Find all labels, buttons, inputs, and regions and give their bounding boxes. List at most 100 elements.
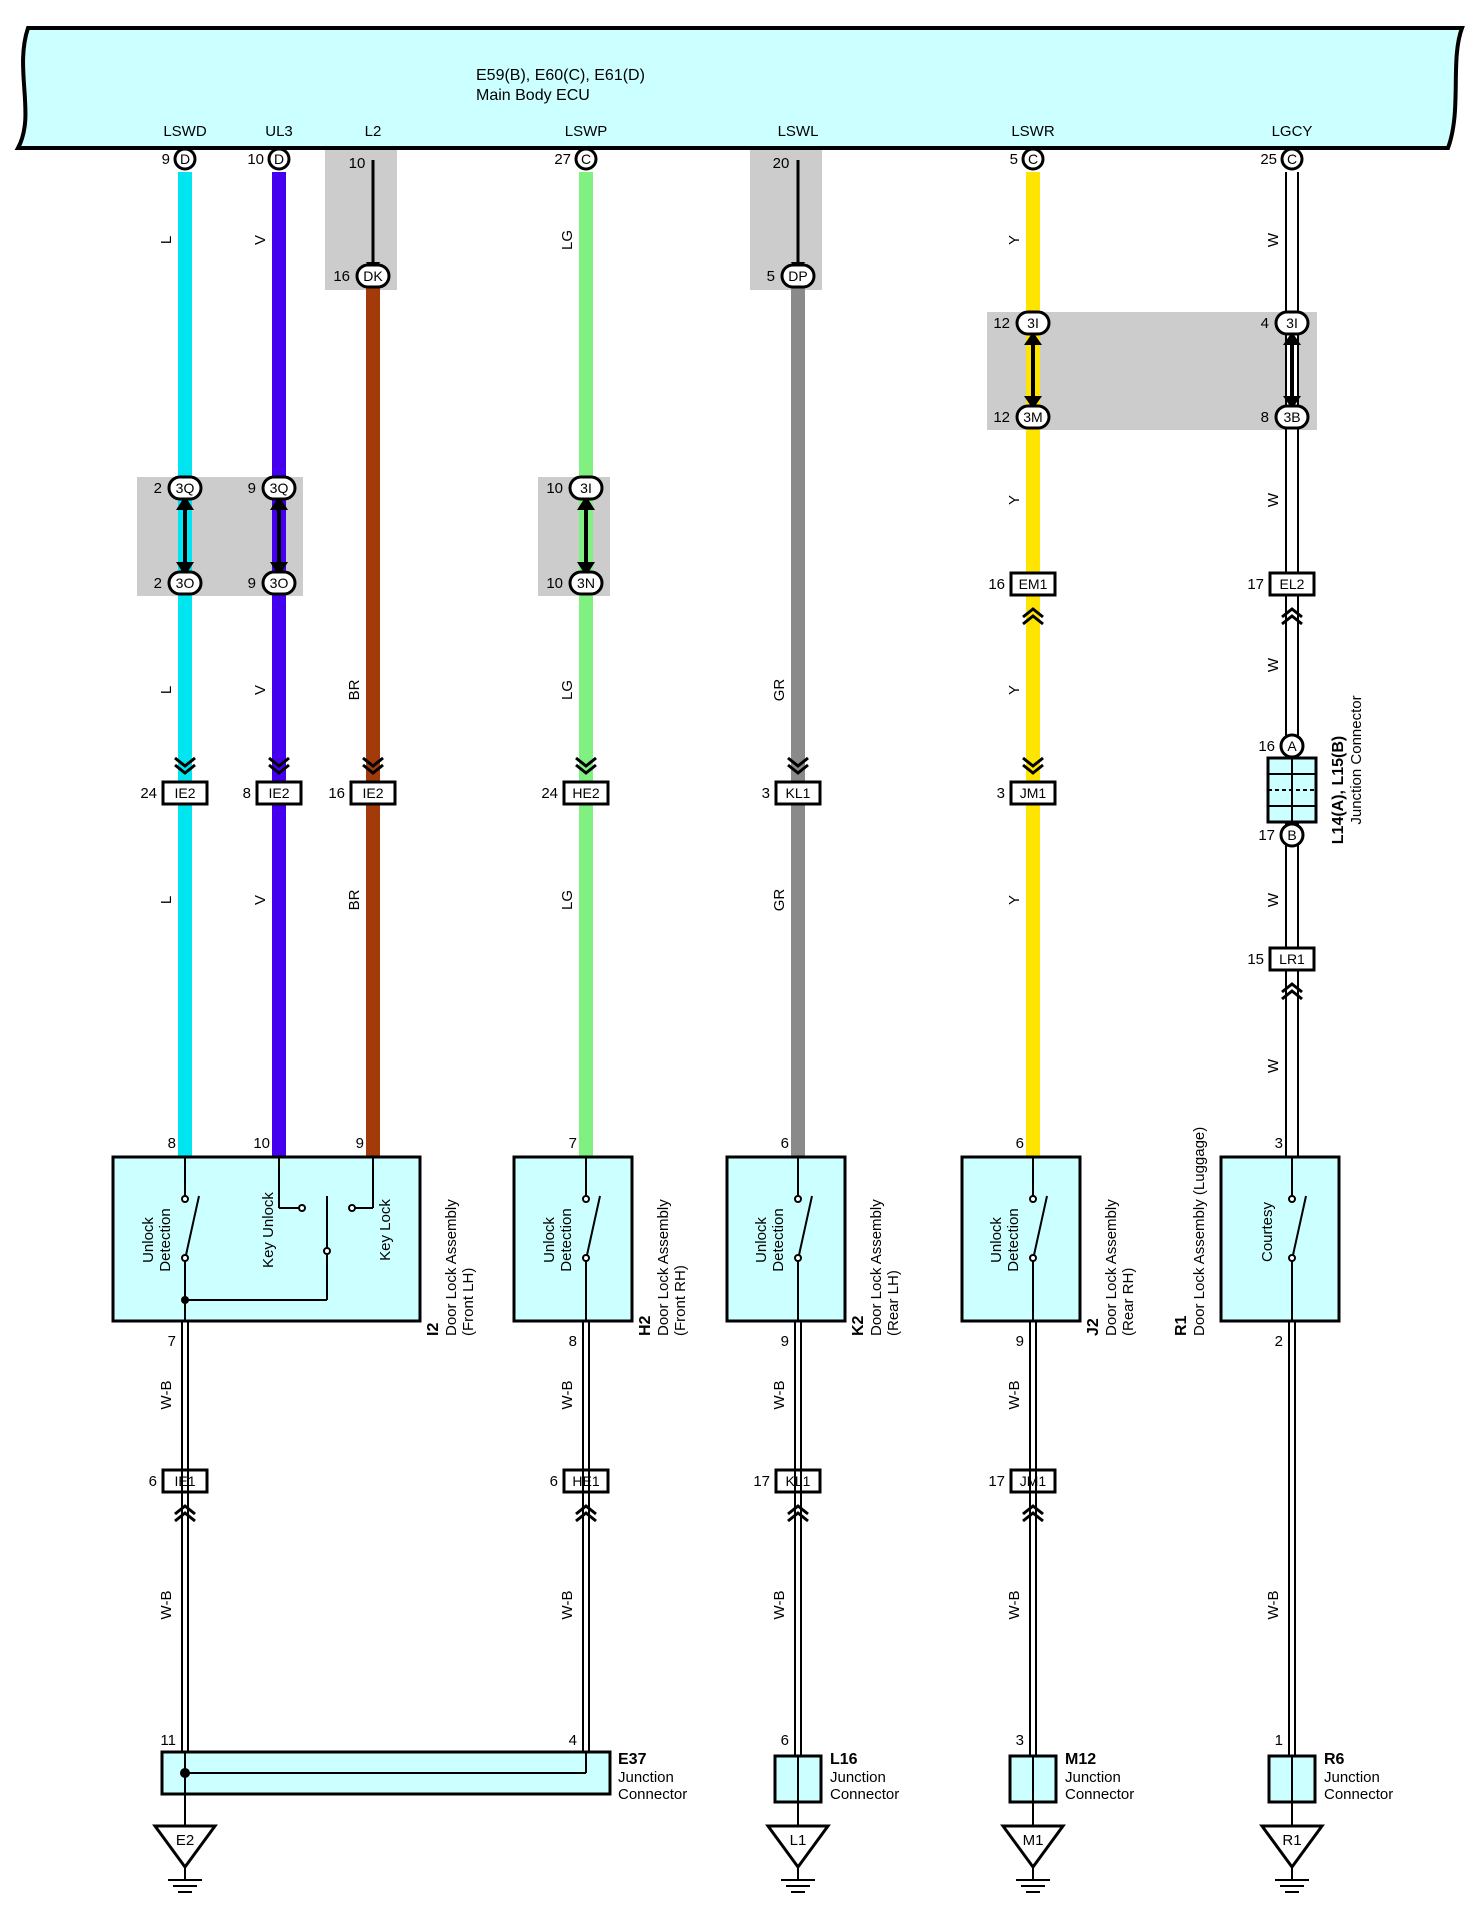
connector-chevron xyxy=(1022,607,1044,619)
connector-pin-number: 17 xyxy=(988,1473,1005,1490)
svg-text:10: 10 xyxy=(546,575,563,592)
svg-text:R1: R1 xyxy=(1282,1832,1301,1849)
wlabel-wb-9: W-B xyxy=(1265,1591,1282,1620)
inline-connector: KL1 3 xyxy=(762,756,822,806)
svg-text:2: 2 xyxy=(154,480,162,497)
svg-text:M1: M1 xyxy=(1023,1832,1044,1849)
svg-text:6: 6 xyxy=(781,1732,789,1749)
gwire-m1 xyxy=(1029,1321,1037,1826)
wlabel-wb-3: W-B xyxy=(771,1381,788,1410)
connector-pin-number: 6 xyxy=(149,1473,157,1490)
svg-text:DP: DP xyxy=(788,268,807,284)
ecu-banner: E59(B), E60(C), E61(D) Main Body ECU LSW… xyxy=(14,26,1465,150)
wlabel-wb-7: W-B xyxy=(771,1591,788,1620)
svg-text:9: 9 xyxy=(781,1333,789,1350)
svg-text:L1: L1 xyxy=(790,1832,807,1849)
l14-pin-b xyxy=(1279,822,1305,848)
svg-text:6: 6 xyxy=(781,1135,789,1152)
connector-tag-box xyxy=(1009,1468,1057,1494)
l14-title: L14(A), L15(B) xyxy=(1330,736,1347,844)
inline-connector: HE1 6 xyxy=(550,1468,610,1523)
connector-chevron xyxy=(1022,614,1044,626)
svg-text:I2: I2 xyxy=(425,1323,442,1336)
svg-text:4: 4 xyxy=(569,1732,577,1749)
double-arrows xyxy=(176,332,1301,576)
wlabel-y-4: Y xyxy=(1006,895,1023,905)
connector-pin-number: 15 xyxy=(1247,951,1264,968)
svg-text:Connector: Connector xyxy=(830,1786,899,1803)
svg-text:7: 7 xyxy=(569,1135,577,1152)
connector-chevron xyxy=(1281,607,1303,619)
junction-l16: 6 L16 Junction Connector xyxy=(773,1732,899,1804)
connector-tag-label: KL1 xyxy=(786,785,811,801)
connector-pin-number: 6 xyxy=(550,1473,558,1490)
svg-text:3I: 3I xyxy=(580,480,592,496)
wire-labels: L V LG Y W Y W L V BR LG GR Y W L V BR L… xyxy=(158,230,1282,1619)
svg-text:10: 10 xyxy=(546,480,563,497)
svg-text:9: 9 xyxy=(356,1135,364,1152)
inline-connector: LR1 15 xyxy=(1247,946,1316,1001)
svg-text:Detection: Detection xyxy=(770,1208,787,1271)
svg-text:27: 27 xyxy=(554,151,571,168)
ground-r1-icon xyxy=(1259,1824,1325,1870)
connector-chevron xyxy=(787,1504,809,1516)
wlabel-l-1: L xyxy=(158,236,175,244)
connector-chevron xyxy=(787,763,809,775)
connector-chevron xyxy=(1281,614,1303,626)
terminal-lswd: LSWD xyxy=(163,123,207,140)
connector-chevron xyxy=(1022,763,1044,775)
junction-r6: 1 R6 Junction Connector xyxy=(1267,1732,1393,1804)
svg-text:L16: L16 xyxy=(830,1751,858,1768)
svg-text:Key Unlock: Key Unlock xyxy=(260,1192,277,1268)
svg-text:Key Lock: Key Lock xyxy=(377,1199,394,1261)
junction-e37: 11 4 E37 Junction Connector xyxy=(160,1732,687,1803)
terminal-ul3: UL3 xyxy=(265,123,293,140)
connector-chevron xyxy=(362,756,384,768)
svg-text:8: 8 xyxy=(569,1333,577,1350)
pin-lswl-top: 20 xyxy=(773,155,790,172)
terminal-lswr: LSWR xyxy=(1011,123,1055,140)
svg-text:Door Lock Assembly: Door Lock Assembly xyxy=(443,1199,460,1336)
svg-text:3O: 3O xyxy=(270,575,289,591)
wlabel-lg-3: LG xyxy=(559,890,576,910)
svg-text:11: 11 xyxy=(160,1732,176,1749)
gwire-l1 xyxy=(794,1321,802,1826)
pin-l2-top: 10 xyxy=(349,155,366,172)
oval-dk: DK 16 xyxy=(333,263,391,289)
l14-l15-junction-connector: A 16 B 17 L14(A), L15(B) Junction Connec… xyxy=(1258,695,1365,848)
wlabel-br-2: BR xyxy=(346,889,363,910)
svg-text:3B: 3B xyxy=(1283,409,1300,425)
svg-text:Connector: Connector xyxy=(1324,1786,1393,1803)
connector-chevron xyxy=(1281,989,1303,1001)
connector-tag-box xyxy=(774,1468,822,1494)
connector-pin-number: 24 xyxy=(140,785,157,802)
svg-text:3M: 3M xyxy=(1023,409,1042,425)
oval-lgcy-bot: 3B 8 xyxy=(1261,404,1310,430)
assembly-i2-body xyxy=(111,1155,422,1323)
connector-chevron xyxy=(575,1511,597,1523)
svg-text:(Front LH): (Front LH) xyxy=(460,1268,477,1336)
wlabel-wb-2: W-B xyxy=(559,1381,576,1410)
svg-text:Door Lock Assembly: Door Lock Assembly xyxy=(655,1199,672,1336)
connector-tag-label: HE1 xyxy=(572,1473,599,1489)
svg-text:8: 8 xyxy=(168,1135,176,1152)
connector-chevron xyxy=(174,1504,196,1516)
oval-ul3-bot: 3O 9 xyxy=(248,570,297,596)
svg-text:Junction: Junction xyxy=(830,1769,886,1786)
connector-tag-box xyxy=(1268,946,1316,972)
wlabel-br-1: BR xyxy=(346,679,363,700)
connector-chevron xyxy=(1022,1511,1044,1523)
pin-lswd-top: D 9 xyxy=(162,147,197,171)
svg-text:K2: K2 xyxy=(850,1315,867,1336)
connector-pin-number: 3 xyxy=(762,785,770,802)
connector-chevron xyxy=(1022,1504,1044,1516)
assembly-i2: 8 10 9 7 Unlock Detection Key Unlock Key… xyxy=(111,1135,477,1350)
double-arrow-lswd xyxy=(176,496,194,576)
wlabel-wb-1: W-B xyxy=(158,1381,175,1410)
double-arrow-lgcy xyxy=(1283,332,1301,409)
connector-tag-label: LR1 xyxy=(1279,951,1305,967)
